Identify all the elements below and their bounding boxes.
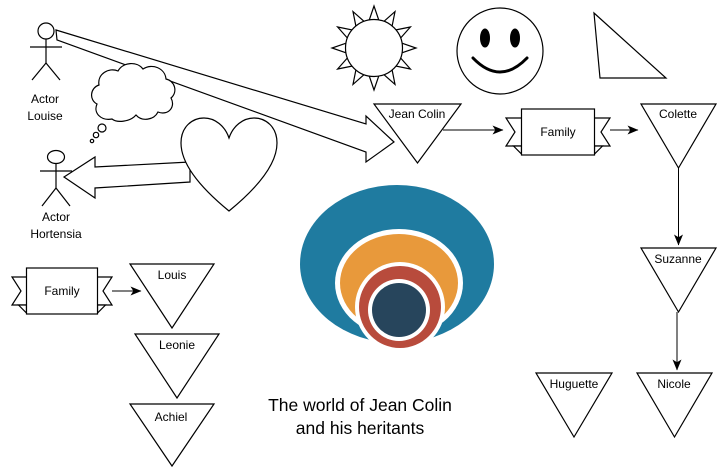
node-label: Louis [158,268,187,282]
node-nicole[interactable]: Nicole [635,372,714,439]
ribbon-fold [96,304,107,315]
diagram-title: The world of Jean Colin and his heritant… [268,395,452,438]
inverted-triangle [128,263,216,330]
node-jean-colin[interactable]: Jean Colin [372,103,463,165]
logo-core [372,283,426,337]
node-label: Leonie [159,338,195,352]
ribbon-panel [25,267,99,315]
inverted-triangle [635,372,714,439]
node-label: Huguette [550,377,599,391]
ribbon-panel [520,108,596,156]
circles-logo[interactable] [300,185,494,352]
heart-icon [180,117,278,212]
ribbon-fold [17,304,28,315]
sun-rays-icon [330,4,418,92]
node-label: Nicole [657,377,691,391]
inverted-triangle [639,103,718,170]
node-label: Suzanne [654,252,702,266]
actor-type-label: Actor [31,92,59,106]
node-label: Achiel [155,410,188,424]
arrow-louise-to-jean-colin[interactable] [55,29,395,164]
arrow-heart-to-hortensia[interactable] [62,155,191,200]
cloud-trail-dot [97,123,107,133]
actor-hortensia[interactable]: Actor Hortensia [30,149,82,242]
actor-name-label: Louise [27,109,63,123]
banner-label: Family [540,125,575,139]
node-louis[interactable]: Louis [128,263,216,330]
smiley-mouth [471,56,529,74]
inverted-triangle [534,372,614,439]
node-achiel[interactable]: Achiel [128,403,216,468]
smiley-head-icon [456,7,544,95]
banner-family-top[interactable]: Family [504,108,612,156]
actor-louise[interactable]: Actor Louise [27,22,63,123]
inverted-triangle [133,333,221,400]
actor-head [37,22,55,40]
node-label: Colette [659,107,697,121]
cloud-icon [91,63,176,122]
banner-label: Family [44,284,79,298]
right-triangle-icon [593,11,668,79]
cloud-trail-dot [92,131,100,139]
smiley-face[interactable] [456,7,544,95]
actor-leg [31,62,47,81]
open-arrow-shape [55,29,395,164]
smiley-eye [480,28,490,48]
inverted-triangle [128,403,216,468]
inverted-triangle [639,247,718,314]
actor-name-label: Hortensia [30,227,82,241]
node-huguette[interactable]: Huguette [534,372,614,439]
node-suzanne[interactable]: Suzanne [639,247,718,314]
actor-leg [41,187,57,207]
sun-disc-icon [344,18,404,78]
actor-type-label: Actor [42,210,70,224]
node-label: Jean Colin [389,107,446,121]
node-colette[interactable]: Colette [639,103,718,170]
right-triangle[interactable] [593,11,668,79]
ribbon-fold [593,145,604,156]
smiley-eye [510,28,520,48]
actor-head [46,149,66,165]
banner-family-left[interactable]: Family [10,267,114,315]
inverted-triangle [372,103,463,165]
actor-leg [55,187,71,207]
heart[interactable] [180,117,278,212]
open-arrow-shape [62,155,191,200]
sun[interactable] [330,4,418,92]
actor-leg [45,62,61,81]
cloud-trail-dot [89,138,95,144]
title-line-1: The world of Jean Colin [268,395,452,415]
node-leonie[interactable]: Leonie [133,333,221,400]
title-line-2: and his heritants [296,418,425,438]
thought-bubble[interactable] [89,63,176,144]
ribbon-fold [512,145,523,156]
